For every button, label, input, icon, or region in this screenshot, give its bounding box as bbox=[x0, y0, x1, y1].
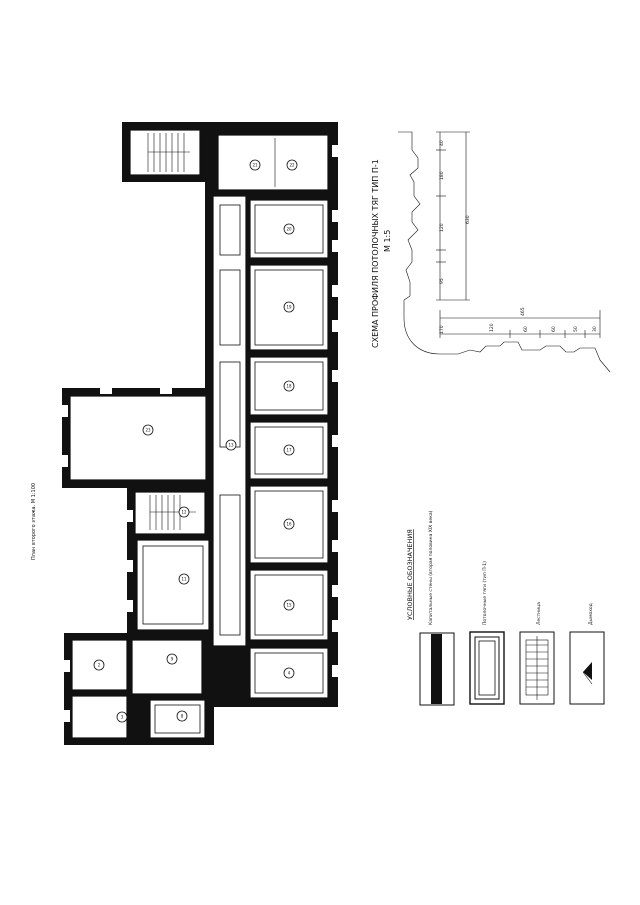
room-number: 12 bbox=[181, 510, 187, 515]
room-number: 21 bbox=[252, 163, 258, 168]
dim-h-5: 30 bbox=[592, 326, 598, 332]
profile-scale: М 1:5 bbox=[383, 230, 392, 252]
room-tag bbox=[283, 380, 295, 392]
room-number: 17 bbox=[286, 448, 292, 453]
dim-h-2: 60 bbox=[523, 326, 529, 332]
room-number: 18 bbox=[286, 384, 292, 389]
room-number: 13 bbox=[228, 443, 234, 448]
dim-h-4: 50 bbox=[573, 326, 579, 332]
dim-v-3: 120 bbox=[439, 223, 445, 232]
room-e-4 bbox=[249, 356, 329, 416]
dim-v-5: 170 bbox=[439, 325, 445, 334]
legend-walls-label: Капитальные стены (вторая половина XIX в… bbox=[428, 510, 434, 625]
room-number: 3 bbox=[121, 715, 124, 720]
stair-middle-steps bbox=[149, 495, 196, 530]
windows-west bbox=[62, 388, 172, 722]
room-tag bbox=[249, 159, 261, 171]
room-number: 2 bbox=[98, 663, 101, 668]
dim-h-1: 120 bbox=[489, 323, 495, 332]
dim-h-total: 465 bbox=[520, 307, 526, 316]
floor-plan: План второго этажа. М 1:100 bbox=[31, 122, 338, 745]
room-number: 15 bbox=[286, 603, 292, 608]
room-number: 9 bbox=[171, 657, 174, 662]
legend-chimney-symbol bbox=[569, 631, 605, 705]
dim-v-1: 40 bbox=[439, 140, 445, 146]
room-tag bbox=[283, 301, 295, 313]
dim-v-2: 180 bbox=[439, 171, 445, 180]
room-tag bbox=[93, 659, 105, 671]
room-tag bbox=[283, 223, 295, 235]
room-e-top bbox=[217, 134, 329, 191]
legend-cornice-label: Потолочные тяги (тип П-1) bbox=[482, 561, 488, 625]
legend-cornice-symbol bbox=[469, 631, 505, 705]
room-sw-4 bbox=[149, 699, 206, 739]
windows-east bbox=[332, 145, 338, 677]
legend-title: УСЛОВНЫЕ ОБОЗНАЧЕНИЯ bbox=[406, 529, 414, 620]
room-hall bbox=[69, 395, 207, 481]
room-tag bbox=[166, 653, 178, 665]
cornice-profile: СХЕМА ПРОФИЛЯ ПОТОЛОЧНЫХ ТЯГ ТИП П-1 М 1… bbox=[371, 131, 611, 373]
dim-h-3: 60 bbox=[551, 326, 557, 332]
room-tag bbox=[286, 159, 298, 171]
dim-v-4: 95 bbox=[439, 278, 445, 284]
dim-v-total: 630 bbox=[465, 215, 471, 224]
stair-top-steps bbox=[147, 133, 190, 172]
legend: УСЛОВНЫЕ ОБОЗНАЧЕНИЯ Капитальные стены (… bbox=[406, 510, 605, 706]
room-tag bbox=[116, 711, 128, 723]
room-tag bbox=[178, 506, 190, 518]
room-number: 19 bbox=[286, 305, 292, 310]
room-tags bbox=[93, 159, 298, 723]
room-tag bbox=[283, 599, 295, 611]
room-tag bbox=[142, 424, 154, 436]
room-number: 20 bbox=[286, 227, 292, 232]
corridor bbox=[212, 195, 247, 647]
room-west bbox=[136, 539, 210, 631]
room-tag bbox=[283, 667, 295, 679]
room-sw-3 bbox=[131, 639, 203, 695]
legend-stair-symbol bbox=[519, 631, 555, 705]
room-number: 22 bbox=[289, 163, 295, 168]
room-number: 8 bbox=[181, 714, 184, 719]
plan-title: План второго этажа. М 1:100 bbox=[31, 483, 37, 560]
room-number: 23 bbox=[145, 428, 151, 433]
room-tag bbox=[283, 444, 295, 456]
room-number: 16 bbox=[286, 522, 292, 527]
legend-stair-label: Лестница bbox=[536, 602, 542, 625]
room-number: 11 bbox=[181, 577, 187, 582]
room-number: 4 bbox=[288, 671, 291, 676]
room-tag bbox=[178, 573, 190, 585]
room-tag bbox=[225, 439, 237, 451]
stair-middle bbox=[134, 491, 206, 535]
profile-title: СХЕМА ПРОФИЛЯ ПОТОЛОЧНЫХ ТЯГ ТИП П-1 bbox=[371, 159, 380, 348]
legend-walls-symbol bbox=[419, 632, 455, 706]
profile-outline bbox=[398, 131, 601, 361]
room-tag bbox=[283, 518, 295, 530]
stair-top bbox=[129, 129, 201, 176]
legend-chimney-label: Дымоход bbox=[588, 603, 594, 625]
room-tag bbox=[176, 710, 188, 722]
